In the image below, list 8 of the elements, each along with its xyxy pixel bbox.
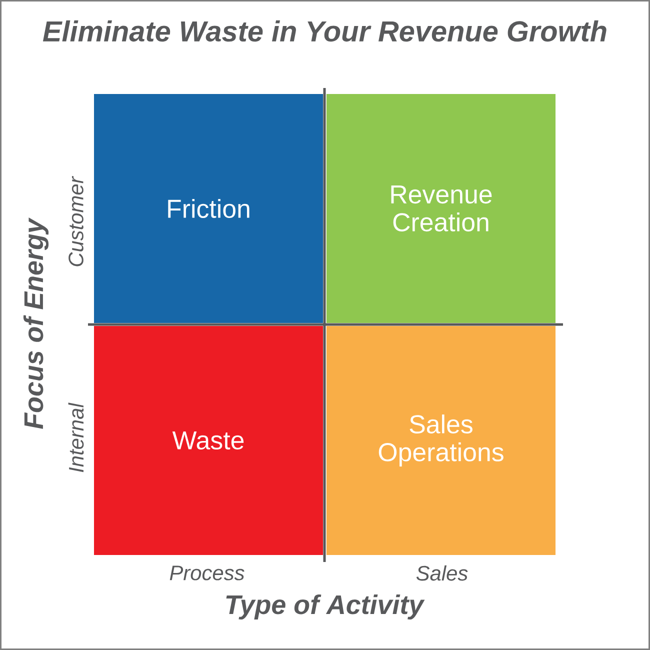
title: Eliminate Waste in Your Revenue Growth [42, 20, 606, 42]
axis-title: Focus of Energy [23, 218, 49, 429]
quadrant-box: Revenue Creation [326, 94, 556, 323]
quadrant-box: Waste [94, 326, 323, 555]
axis-label: Customer [68, 176, 84, 266]
quadrant-box: Friction [94, 94, 323, 323]
quadrant-box: Sales Operations [326, 326, 556, 555]
axis-title: Type of Activity [226, 594, 425, 620]
